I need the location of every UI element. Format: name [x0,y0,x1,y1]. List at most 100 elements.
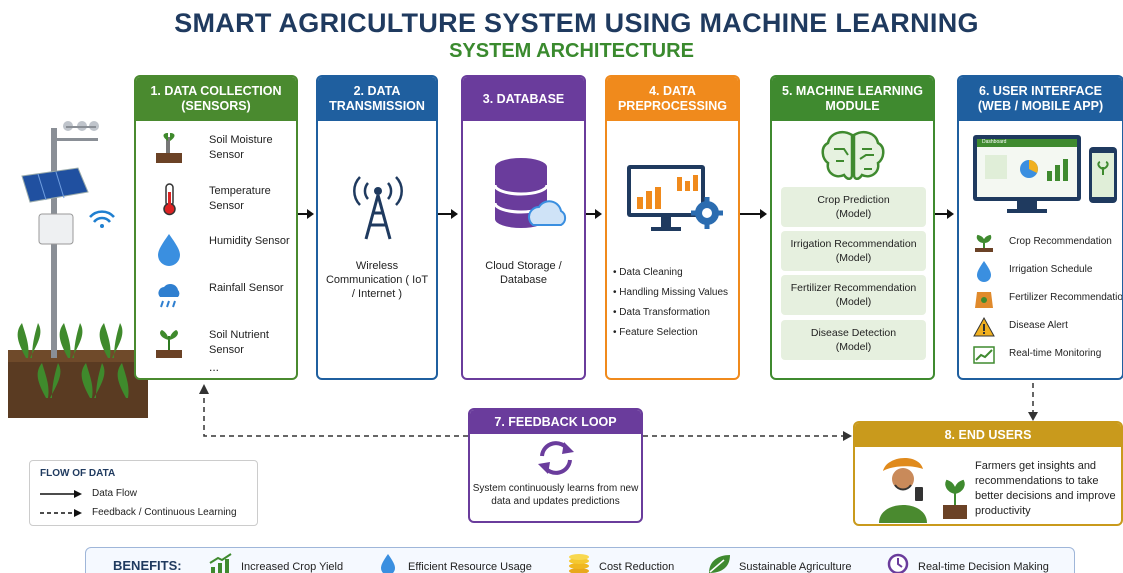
ui-feature-label: Fertilizer Recommendation [1009,292,1123,303]
trend-chart-icon [973,346,995,364]
database-text: Cloud Storage / Database [485,260,562,286]
end-users-card: 8. END USERS Farmers get insights and re… [853,421,1123,526]
user-interface-title: 6. USER INTERFACE (WEB / MOBILE APP) [959,77,1122,121]
sensor-item: Temperature Sensor [136,180,296,220]
preprocessing-step: Data Transformation [613,303,728,323]
data-flow-arrow [298,209,314,219]
model-sub: (Model) [835,252,872,264]
benefit-label: Real-time Decision Making [918,561,1049,573]
database-card: 3. DATABASE Cloud Storage / Database [461,75,586,380]
preprocessing-title: 4. DATA PREPROCESSING [607,77,738,121]
ui-feature-label: Irrigation Schedule [1009,264,1093,275]
more-sensors: ... [209,360,220,374]
end-users-title: 8. END USERS [855,423,1121,447]
preprocessing-step: Feature Selection [613,323,728,343]
model-box: Irrigation Recommendation (Model) [781,231,926,271]
flow-legend: FLOW OF DATA Data Flow Feedback / Contin… [29,460,258,526]
legend-title: FLOW OF DATA [40,468,116,479]
sensor-item: Rainfall Sensor [136,277,296,317]
sensor-item: Soil Nutrient Sensor [136,324,296,364]
soil-moisture-icon [156,133,182,163]
benefit-label: Cost Reduction [599,561,675,573]
thermometer-icon [163,183,176,216]
model-sub: (Model) [835,296,872,308]
warning-icon [973,316,995,337]
data-flow-arrow [586,209,602,219]
ui-feature-label: Crop Recommendation [1009,236,1112,247]
sensor-label: Temperature Sensor [209,185,271,212]
model-box: Disease Detection (Model) [781,320,926,360]
page-subtitle: SYSTEM ARCHITECTURE [449,40,694,62]
ui-feature-item: Crop Recommendation [973,232,1122,254]
sensor-item: Humidity Sensor [136,230,296,270]
model-name: Crop Prediction [817,194,890,206]
data-flow-arrow [935,209,954,219]
benefit-label: Efficient Resource Usage [408,561,532,573]
benefit-label: Sustainable Agriculture [739,561,852,573]
clock-icon [887,553,909,573]
database-icon [493,158,567,228]
dashboard-devices-icon [973,135,1117,213]
page-title: SMART AGRICULTURE SYSTEM USING MACHINE L… [174,8,979,38]
data-flow-arrow [740,209,767,219]
ui-feature-label: Real-time Monitoring [1009,348,1102,359]
benefits-title: BENEFITS: [113,558,182,573]
model-name: Disease Detection [810,327,897,339]
legend-data-flow: Data Flow [92,488,138,499]
water-drop-icon [158,234,180,266]
sensor-item: Soil Moisture Sensor [136,129,296,169]
ui-feature-item: Disease Alert [973,316,1122,338]
water-drop-icon [381,554,395,573]
preprocessing-step: Data Cleaning [613,263,728,283]
data-collection-title: 1. DATA COLLECTION (SENSORS) [136,77,296,121]
model-name: Fertilizer Recommendation [790,282,917,294]
end-users-text: Farmers get insights and recommendations… [975,460,1116,517]
user-interface-card: 6. USER INTERFACE (WEB / MOBILE APP) Das… [957,75,1123,380]
model-name: Irrigation Recommendation [790,238,917,250]
wireless-tower-icon [353,176,403,240]
data-transmission-title: 2. DATA TRANSMISSION [318,77,436,121]
dashboard-label: Dashboard [982,139,1007,145]
monitor-gear-icon [627,165,723,231]
sensor-label: Rainfall Sensor [209,282,284,294]
ui-feature-label: Disease Alert [1009,320,1068,331]
rain-cloud-icon [158,283,180,308]
refresh-cycle-icon [538,441,574,475]
data-transmission-card: 2. DATA TRANSMISSION Wireless Communicat… [316,75,438,380]
plant-icon [156,330,182,358]
sensor-pole-illustration [8,121,148,418]
growth-chart-icon [209,553,232,573]
transmission-text: Wireless Communication ( IoT / Internet … [325,260,429,300]
ui-feature-item: Fertilizer Recommendation [973,288,1123,310]
coins-icon [569,554,589,573]
brain-icon [821,131,885,180]
sensor-label: Humidity Sensor [209,235,290,247]
database-title: 3. DATABASE [463,77,584,121]
leaf-icon [709,555,730,573]
solid-arrow-icon [40,490,82,498]
preprocessing-card: 4. DATA PREPROCESSING Data Cleaning Hand… [605,75,740,380]
ui-feature-item: Irrigation Schedule [973,260,1122,282]
data-collection-card: 1. DATA COLLECTION (SENSORS) Soil Moistu… [134,75,298,380]
feedback-text: System continuously learns from new data… [472,483,639,507]
preprocessing-step: Handling Missing Values [613,283,728,303]
fertilizer-bag-icon [975,292,993,308]
model-box: Fertilizer Recommendation (Model) [781,275,926,315]
benefit-label: Increased Crop Yield [241,561,344,573]
ui-feature-item: Real-time Monitoring [973,344,1122,366]
preprocessing-steps: Data Cleaning Handling Missing Values Da… [613,263,728,343]
data-flow-arrow [438,209,458,219]
model-sub: (Model) [835,208,872,220]
ml-module-card: 5. MACHINE LEARNING MODULE Crop Predicti… [770,75,935,380]
farmer-illustration [879,457,967,523]
legend-feedback: Feedback / Continuous Learning [92,507,237,518]
sensor-label: Soil Nutrient Sensor [209,329,269,356]
ml-module-title: 5. MACHINE LEARNING MODULE [772,77,933,121]
feedback-loop-title: 7. FEEDBACK LOOP [470,410,641,434]
dashed-arrow-icon [40,509,82,517]
water-drop-icon [977,261,991,282]
model-sub: (Model) [835,341,872,353]
sensor-label: Soil Moisture Sensor [209,134,273,161]
